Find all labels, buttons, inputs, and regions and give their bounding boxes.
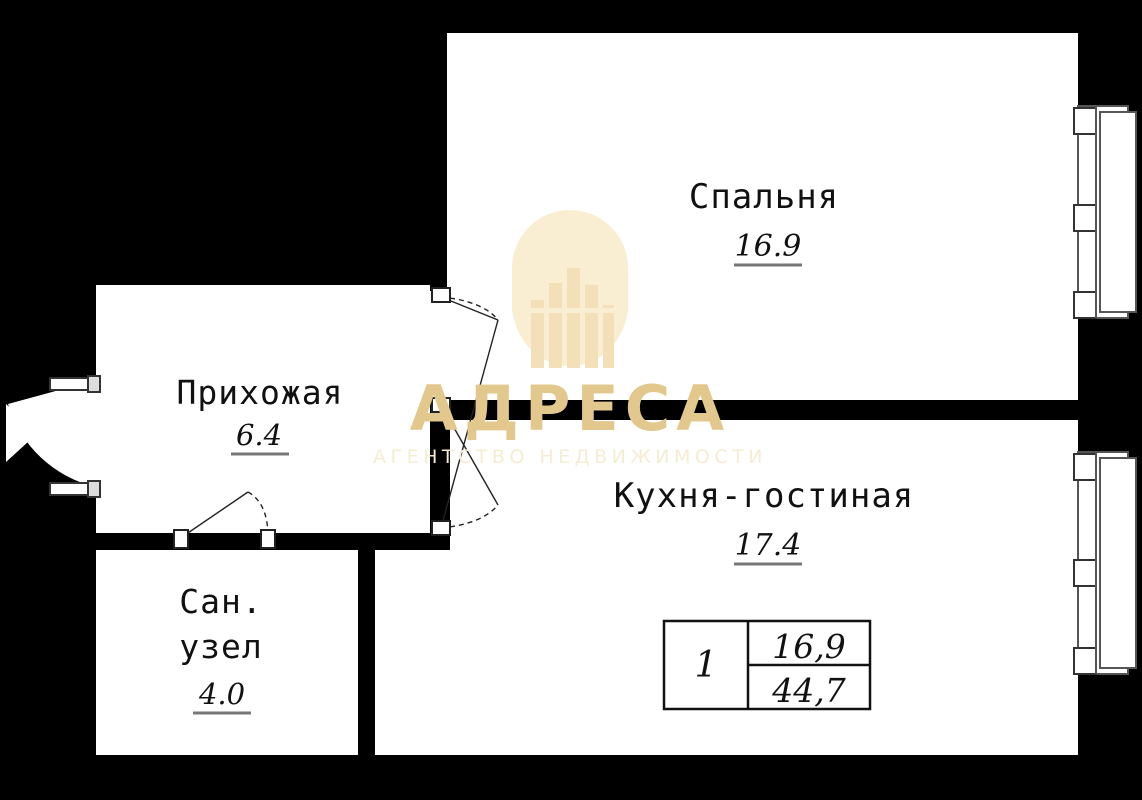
- entrance-door: [49, 375, 101, 498]
- wall-bathroom-kitchen: [358, 533, 375, 755]
- room-area-bathroom: 4.0: [198, 677, 245, 711]
- room-name-kitchen: Кухня-гостиная: [614, 476, 915, 516]
- room-name-bathroom-line2: узел: [179, 627, 262, 666]
- room-area-kitchen: 17.4: [735, 528, 802, 563]
- room-area-hallway: 6.4: [236, 418, 282, 452]
- entrance-door-swing-fill: [8, 380, 96, 487]
- wall-bedroom-kitchen: [430, 400, 1078, 420]
- window-kitchen-right: [1073, 451, 1137, 675]
- door-bathroom: [173, 491, 276, 549]
- summary-total-area: 44,7: [771, 671, 845, 710]
- door-hallway-kitchen: [431, 397, 499, 536]
- room-name-hallway: Прихожая: [177, 373, 344, 412]
- building-logo-icon: [512, 210, 628, 368]
- watermark-tagline: АГЕНТСТВО НЕДВИЖИМОСТИ: [373, 446, 767, 468]
- summary-rooms-count: 1: [695, 645, 718, 686]
- floor-hallway: [96, 285, 450, 533]
- summary-living-area: 16,9: [772, 627, 845, 666]
- summary-table: 1 16,9 44,7: [662, 619, 872, 711]
- watermark-brand: АДРЕСА: [410, 372, 730, 445]
- watermark-group: АДРЕСА АГЕНТСТВО НЕДВИЖИМОСТИ: [373, 210, 767, 468]
- window-bedroom-right: [1073, 105, 1137, 319]
- wall-hallway-bedroom: [430, 33, 447, 291]
- wall-hallway-kitchen: [430, 420, 450, 540]
- room-labels: Спальня 16.9 Кухня-гостиная 17.4 Прихожа…: [177, 177, 915, 715]
- room-floors: [6, 33, 1078, 755]
- room-name-bedroom: Спальня: [689, 177, 839, 217]
- floor-bathroom: [96, 548, 358, 755]
- room-name-bathroom-line1: Сан.: [179, 582, 262, 621]
- door-hallway-bedroom: [431, 287, 499, 529]
- room-area-bedroom: 16.9: [735, 229, 802, 264]
